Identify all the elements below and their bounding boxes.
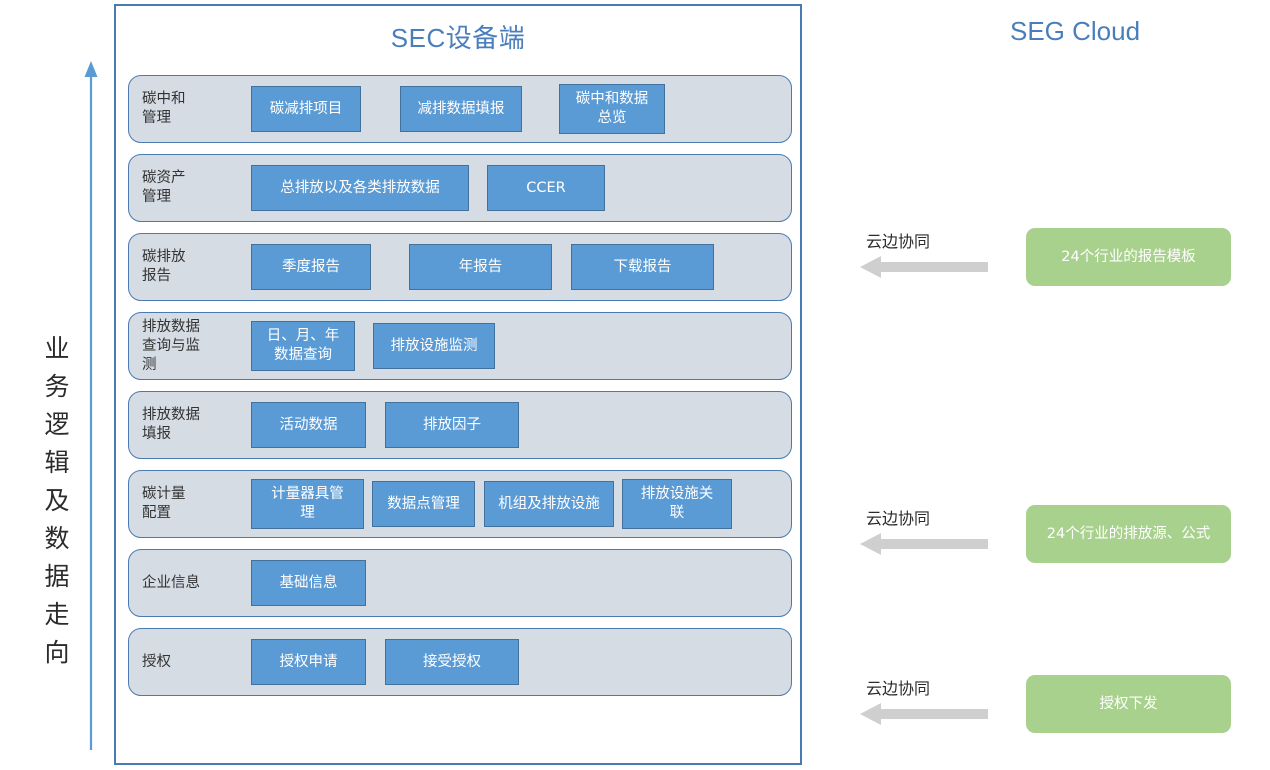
sec-module-chip-group: 日、月、年 数据查询排放设施监测 [224,312,791,380]
sec-module-row-label: 碳排放 报告 [142,249,186,284]
sec-panel-title: SEC设备端 [390,23,526,53]
sec-module-row: 授权 授权申请接受授权 [128,628,792,696]
cloud-sync-group: 云边协同 24个行业的报告模板 [860,228,1260,308]
business-flow-label-char: 向 [44,638,70,667]
sec-module-chip[interactable]: 排放设施监测 [373,323,495,369]
sec-module-chip-group: 活动数据排放因子 [224,391,791,459]
sec-module-chip-group: 季度报告年报告下载报告 [224,233,791,301]
business-flow-label-char: 数 [44,524,70,553]
sec-module-rows: 碳中和 管理 碳减排项目减排数据填报碳中和数据 总览碳资产 管理 总排放以及各类排放… [128,75,792,707]
business-flow-label-char: 辑 [44,448,70,477]
cloud-sync-arrow-left-icon [860,703,988,725]
sec-module-chip[interactable]: 数据点管理 [372,481,475,527]
sec-module-chip[interactable]: 排放因子 [385,402,519,448]
business-flow-label-char: 走 [44,600,70,629]
cloud-sync-group: 云边协同 24个行业的排放源、公式 [860,505,1260,585]
sec-module-row-label: 排放数据 填报 [142,407,200,442]
sec-module-row-label: 碳中和 管理 [142,91,186,126]
sec-module-chip[interactable]: 总排放以及各类排放数据 [251,165,469,211]
cloud-sync-label: 云边协同 [866,509,931,528]
business-flow-label-char: 及 [44,486,70,515]
sec-module-chip[interactable]: CCER [487,165,605,211]
sec-module-chip[interactable]: 日、月、年 数据查询 [251,321,355,371]
cloud-capability-box[interactable]: 授权下发 [1026,675,1231,733]
business-flow-label-char: 逻 [44,410,70,439]
cloud-sync-arrow-left-icon [860,533,988,555]
seg-cloud-title: SEG Cloud [1010,16,1141,46]
cloud-sync-group: 云边协同 授权下发 [860,675,1260,755]
business-flow-label: 业务逻辑及数据走向 [40,330,74,672]
cloud-capability-box[interactable]: 24个行业的报告模板 [1026,228,1231,286]
sec-module-chip[interactable]: 基础信息 [251,560,366,606]
sec-module-row: 碳排放 报告 季度报告年报告下载报告 [128,233,792,301]
business-flow-label-char: 务 [44,372,70,401]
sec-module-row-label: 碳计量 配置 [142,486,186,521]
sec-module-row: 碳中和 管理 碳减排项目减排数据填报碳中和数据 总览 [128,75,792,143]
sec-module-row: 碳计量 配置 计量器具管 理数据点管理机组及排放设施排放设施关 联 [128,470,792,538]
business-flow-arrow-icon [84,61,98,750]
cloud-sync-arrow-left-icon [860,256,988,278]
sec-module-chip[interactable]: 碳中和数据 总览 [559,84,665,134]
sec-module-chip-group: 基础信息 [224,549,791,617]
sec-module-row: 排放数据 填报活动数据排放因子 [128,391,792,459]
sec-module-row-label: 企业信息 [142,574,200,591]
sec-module-chip[interactable]: 机组及排放设施 [484,481,614,527]
sec-module-chip-group: 碳减排项目减排数据填报碳中和数据 总览 [224,75,791,143]
business-flow-label-char: 业 [44,334,70,363]
cloud-capability-box[interactable]: 24个行业的排放源、公式 [1026,505,1231,563]
sec-module-chip[interactable]: 活动数据 [251,402,366,448]
cloud-sync-label: 云边协同 [866,679,931,698]
cloud-sync-label: 云边协同 [866,232,931,251]
sec-module-row: 排放数据 查询与监 测日、月、年 数据查询排放设施监测 [128,312,792,380]
sec-module-chip[interactable]: 季度报告 [251,244,371,290]
sec-module-chip[interactable]: 年报告 [409,244,552,290]
sec-device-panel: SEC设备端 碳中和 管理 碳减排项目减排数据填报碳中和数据 总览碳资产 管理 总排… [114,4,802,765]
sec-module-row-label: 碳资产 管理 [142,170,186,205]
sec-module-chip-group: 授权申请接受授权 [224,628,791,696]
sec-module-row-label: 排放数据 查询与监 测 [142,318,200,373]
sec-module-row-label: 授权 [142,653,171,670]
sec-module-chip-group: 计量器具管 理数据点管理机组及排放设施排放设施关 联 [224,470,791,538]
business-flow-label-char: 据 [44,562,70,591]
sec-module-chip[interactable]: 接受授权 [385,639,519,685]
business-flow-indicator: 业务逻辑及数据走向 [18,40,113,760]
sec-module-row: 企业信息 基础信息 [128,549,792,617]
sec-module-chip[interactable]: 计量器具管 理 [251,479,364,529]
sec-module-chip-group: 总排放以及各类排放数据 CCER [224,154,791,222]
sec-module-row: 碳资产 管理 总排放以及各类排放数据 CCER [128,154,792,222]
sec-module-chip[interactable]: 减排数据填报 [400,86,522,132]
sec-module-chip[interactable]: 排放设施关 联 [622,479,732,529]
sec-module-chip[interactable]: 碳减排项目 [251,86,361,132]
sec-module-chip[interactable]: 授权申请 [251,639,366,685]
sec-module-chip[interactable]: 下载报告 [571,244,714,290]
